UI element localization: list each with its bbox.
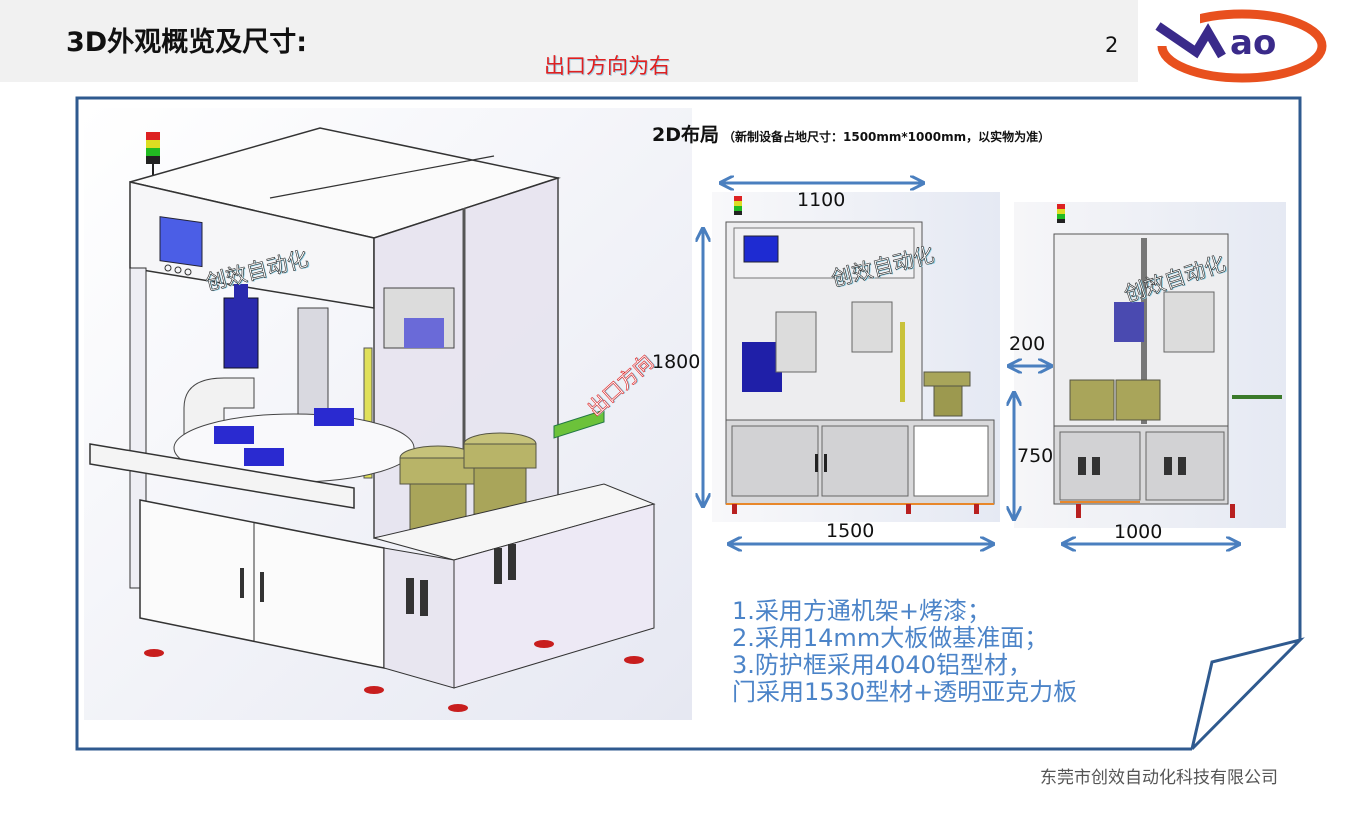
leveling-feet-icon — [144, 640, 644, 712]
spec-note: 3.防护框采用4040铝型材， — [732, 651, 1032, 679]
page-number: 2 — [1105, 33, 1119, 57]
logo-text: ao — [1230, 23, 1276, 63]
layout-2d-title: 2D布局 （新制设备占地尺寸：1500mm*1000mm，以实物为准） — [652, 120, 1050, 147]
signal-tower-icon — [1057, 204, 1065, 223]
signal-tower-icon — [734, 196, 742, 215]
header-band — [0, 0, 1138, 82]
bowl-feeder-icon — [923, 371, 971, 417]
machine-3d-render — [84, 108, 692, 720]
dim-label-1500: 1500 — [826, 520, 875, 542]
front-view-drawing — [712, 192, 1000, 522]
layout-2d-subtitle: （新制设备占地尺寸：1500mm*1000mm，以实物为准） — [723, 130, 1051, 144]
spec-note: 门采用1530型材+透明亚克力板 — [732, 678, 1078, 706]
logo-v-icon — [1155, 22, 1226, 59]
spec-note: 2.采用14mm大板做基准面； — [732, 624, 1049, 652]
company-name: 东莞市创效自动化科技有限公司 — [1040, 768, 1278, 788]
dim-label-1000: 1000 — [1114, 521, 1163, 543]
page-curl-icon — [1190, 637, 1305, 751]
exit-direction-note: 出口方向为右 — [544, 54, 670, 78]
dim-label-1800: 1800 — [652, 351, 701, 373]
side-view-drawing — [1014, 202, 1286, 528]
hmi-screen-icon — [159, 216, 203, 268]
page-title: 3D外观概览及尺寸: — [66, 27, 307, 58]
dim-label-200: 200 — [1009, 333, 1046, 355]
bowl-feeder-icon — [399, 432, 537, 533]
spec-notes: 1.采用方通机架+烤漆； 2.采用14mm大板做基准面； 3.防护框采用4040… — [732, 598, 1077, 706]
spec-note: 1.采用方通机架+烤漆； — [732, 597, 992, 625]
dim-label-1100: 1100 — [797, 189, 846, 211]
dim-label-750: 750 — [1017, 445, 1054, 467]
company-logo: ao — [1150, 6, 1327, 83]
layout-2d-heading: 2D布局 — [652, 124, 719, 146]
bowl-feeder-icon — [1069, 379, 1161, 421]
